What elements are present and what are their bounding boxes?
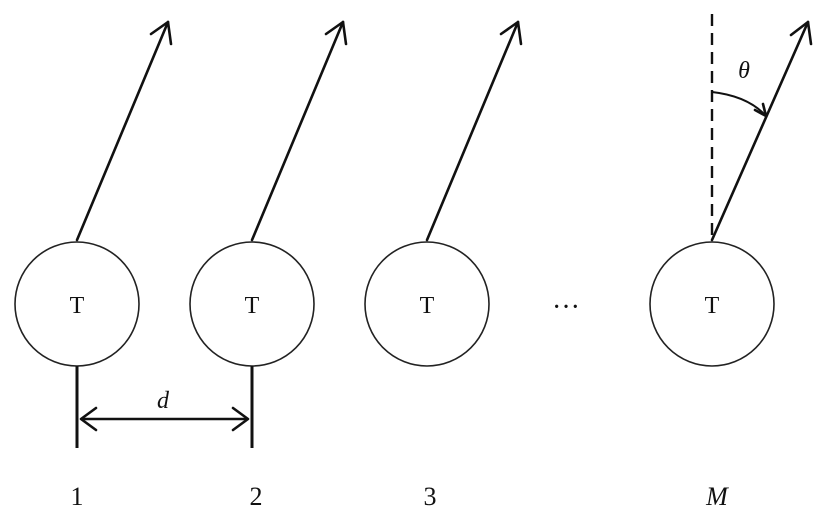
element-circle-m <box>649 241 775 367</box>
arrowhead-3 <box>499 20 523 46</box>
arrowhead-m <box>789 20 813 46</box>
index-label-2: 2 <box>250 482 263 511</box>
spacing-arrow-left <box>79 406 98 432</box>
beam-arrow-3 <box>425 20 520 242</box>
arrowhead-1 <box>149 20 173 46</box>
beam-arrow-1 <box>75 20 170 242</box>
index-label-m: M <box>705 482 729 511</box>
beam-arrow-m <box>710 20 810 242</box>
index-label-1: 1 <box>71 482 84 511</box>
element-label-2: T <box>245 293 260 319</box>
array-element-m: θ T <box>649 14 813 367</box>
angle-label: θ <box>738 58 750 84</box>
ellipsis: ··· <box>552 292 580 323</box>
element-label-m: T <box>705 293 720 319</box>
beam-arrow-2 <box>250 20 345 242</box>
element-label-3: T <box>420 293 435 319</box>
spacing-dimension: d <box>79 388 250 432</box>
spacing-label: d <box>157 388 170 414</box>
element-label-1: T <box>70 293 85 319</box>
index-label-3: 3 <box>424 482 437 511</box>
angle-arc-arrowhead <box>753 102 768 118</box>
element-circle-3 <box>364 241 490 367</box>
arrowhead-2 <box>324 20 348 46</box>
array-element-2: T <box>189 20 348 448</box>
spacing-arrow-right <box>231 406 250 432</box>
array-element-3: T <box>364 20 523 367</box>
array-element-1: T <box>14 20 173 448</box>
